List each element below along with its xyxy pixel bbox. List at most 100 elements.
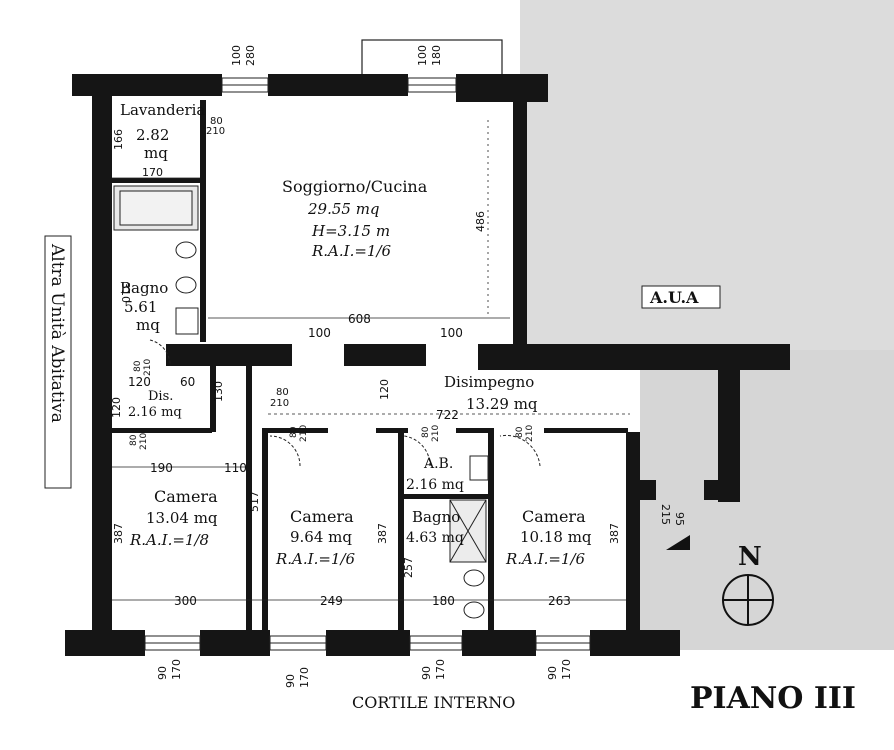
dimension-label: 263 <box>548 594 571 608</box>
room-area: 5.61 <box>124 298 157 316</box>
dimension-label: 170 <box>142 166 163 179</box>
dimension-label: 80 <box>210 116 223 127</box>
room-name: Bagno <box>412 508 460 526</box>
dimension-label: 210 <box>143 359 153 376</box>
dimension-label: 90 <box>284 674 297 688</box>
room-name: Soggiorno/Cucina <box>282 177 428 196</box>
dimension-label: 90 <box>420 666 433 680</box>
toilet <box>175 241 197 259</box>
bidet-2 <box>463 601 485 619</box>
room-unit: mq <box>136 316 160 334</box>
dimension-label: 210 <box>139 433 149 450</box>
dimension-label: 180 <box>430 45 443 66</box>
north-label: N <box>738 542 762 572</box>
room-area: 13.29 mq <box>466 395 538 413</box>
room-name: Camera <box>522 507 586 526</box>
dimension-label: 130 <box>212 381 225 402</box>
dimension-label: 120 <box>378 379 391 400</box>
windows <box>144 77 591 651</box>
room-ab: A.B. 2.16 mq <box>406 456 464 493</box>
dimension-label: 210 <box>431 425 441 442</box>
dimension-label: 486 <box>474 211 487 232</box>
piano-label: PIANO III <box>690 681 856 716</box>
room-height: H=3.15 m <box>311 222 390 240</box>
room-unit: mq <box>144 144 168 162</box>
dimension-label: 110 <box>224 461 247 475</box>
room-rai: R.A.I.=1/6 <box>275 550 356 568</box>
sink-2 <box>469 455 489 481</box>
dimension-label: 95 <box>673 512 686 526</box>
room-bagno-2: Bagno 4.63 mq <box>406 508 464 546</box>
room-lavanderia: Lavanderia 2.82 mq <box>120 101 205 162</box>
dimension-label: 166 <box>112 129 125 150</box>
dimension-label: 387 <box>376 523 389 544</box>
dimension-label: 80 <box>276 387 289 398</box>
altra-unita-label: Altra Unità Abitativa <box>47 243 67 423</box>
dimension-label: 190 <box>150 461 173 475</box>
room-name: A.B. <box>423 456 453 472</box>
dimension-label: 257 <box>402 557 415 578</box>
dimension-label: 80 <box>133 360 143 372</box>
room-area: 29.55 mq <box>307 200 380 218</box>
room-name: Camera <box>290 507 354 526</box>
aua-label: A.U.A <box>649 288 699 307</box>
dimension-label: 80 <box>515 426 525 438</box>
room-name: Lavanderia <box>120 101 205 119</box>
room-camera-2: Camera 9.64 mq R.A.I.=1/6 <box>275 507 356 568</box>
dimension-label: 90 <box>546 666 559 680</box>
dimension-label: 608 <box>348 312 371 326</box>
dimension-label: 310 <box>119 282 132 303</box>
toilet-2 <box>463 569 485 587</box>
dimension-label: 280 <box>244 45 257 66</box>
walls <box>65 74 790 656</box>
dimension-label: 210 <box>206 126 225 137</box>
dimension-label: 80 <box>129 434 139 446</box>
dimension-label: 387 <box>112 523 125 544</box>
room-rai: R.A.I.=1/6 <box>505 550 586 568</box>
room-dis: Dis. 2.16 mq <box>128 389 182 420</box>
door-swings <box>149 339 541 467</box>
dimension-label: 170 <box>298 667 311 688</box>
room-disimpegno: Disimpegno 13.29 mq <box>444 373 538 413</box>
dimension-label: 215 <box>659 504 672 525</box>
room-area: 2.16 mq <box>128 405 182 420</box>
dimension-label: 170 <box>434 659 447 680</box>
dimension-label: 300 <box>174 594 197 608</box>
dimension-label: 722 <box>436 408 459 422</box>
bidet <box>175 276 197 294</box>
room-bagno-1: Bagno 5.61 mq <box>120 279 168 334</box>
room-soggiorno: Soggiorno/Cucina 29.55 mq H=3.15 m R.A.I… <box>282 177 428 260</box>
room-camera-3: Camera 10.18 mq R.A.I.=1/6 <box>505 507 592 568</box>
dimension-label: 387 <box>608 523 621 544</box>
room-name: Bagno <box>120 279 168 297</box>
entrance-arrow-icon <box>666 535 690 550</box>
room-name: Camera <box>154 487 218 506</box>
dimension-label: 210 <box>270 398 289 409</box>
dimension-label: 60 <box>180 375 195 389</box>
room-area: 9.64 mq <box>290 528 352 546</box>
dimension-label: 80 <box>421 426 431 438</box>
cortile-label: CORTILE INTERNO <box>352 693 515 712</box>
dimension-label: 80 <box>289 426 299 438</box>
north-arrow: N <box>666 535 774 626</box>
dimension-label: 170 <box>560 659 573 680</box>
dimension-label: 180 <box>432 594 455 608</box>
room-rai: R.A.I.=1/6 <box>311 242 392 260</box>
dimension-label: 90 <box>156 666 169 680</box>
room-area: 4.63 mq <box>406 530 464 546</box>
room-camera-1: Camera 13.04 mq R.A.I.=1/8 <box>129 487 218 549</box>
dimension-label: 170 <box>170 659 183 680</box>
dimension-label: 120 <box>128 375 151 389</box>
dimension-label: 120 <box>110 397 123 418</box>
sink <box>175 307 199 335</box>
room-area: 13.04 mq <box>146 509 218 527</box>
dimension-lines <box>112 120 630 601</box>
dimension-label: 100 <box>230 45 243 66</box>
room-area: 10.18 mq <box>520 528 592 546</box>
fixtures <box>113 185 489 619</box>
dimension-label: 249 <box>320 594 343 608</box>
dimension-label: 210 <box>299 425 309 442</box>
dimension-label: 100 <box>440 326 463 340</box>
dimension-label: 100 <box>416 45 429 66</box>
